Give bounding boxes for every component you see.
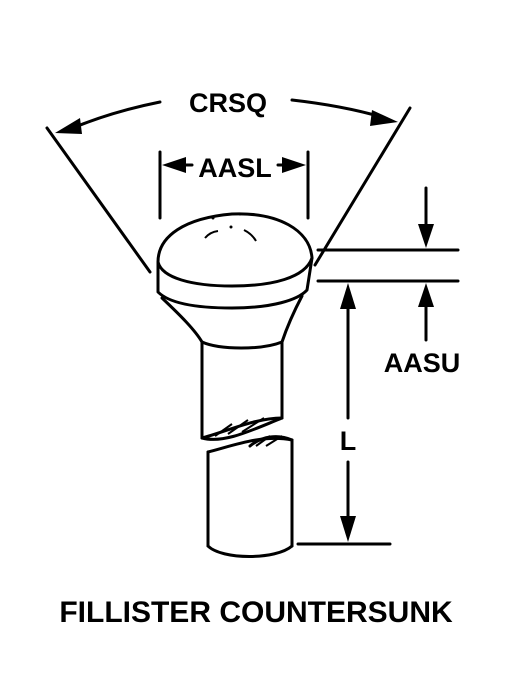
shank-lower [206, 435, 294, 558]
length-label: L [340, 426, 357, 456]
fastener-head [156, 212, 314, 350]
head-neck [200, 340, 284, 350]
shank-end [206, 544, 294, 558]
crsq-right-line [313, 106, 412, 267]
length-top-arrowhead [340, 283, 356, 309]
crsq-left-line [45, 126, 152, 274]
length-dimension: L [296, 283, 392, 546]
diagram-caption: FILLISTER COUNTERSUNK [59, 596, 453, 629]
break-hatch [227, 419, 249, 435]
length-bottom-arrowhead [340, 516, 356, 542]
crsq-right-arc [290, 98, 387, 120]
dome-dot [238, 212, 242, 216]
dome-dot [211, 216, 215, 220]
aasu-label: AASU [384, 348, 461, 378]
crsq-left-arc [66, 100, 162, 132]
aasl-label: AASL [198, 153, 272, 183]
break-hatch [265, 435, 283, 447]
crsq-left-arrowhead [55, 118, 82, 134]
break-hatch [214, 423, 233, 437]
dome-mark [204, 230, 219, 239]
aasl-left-arrowhead [162, 157, 186, 173]
aasu-bottom-arrowhead [418, 283, 434, 307]
head-side [156, 256, 314, 310]
crsq-dimension: CRSQ [45, 88, 412, 274]
break-hatch [255, 435, 271, 447]
head-dome [156, 212, 314, 288]
aasl-right-arrowhead [282, 157, 306, 173]
head-countersink [160, 294, 304, 344]
aasu-dimension: AASU [316, 186, 461, 378]
shank-upper-break-inner [200, 416, 284, 441]
crsq-right-arrowhead [370, 110, 398, 126]
crsq-label: CRSQ [189, 88, 267, 118]
dome-dot [229, 225, 233, 229]
break-hatch [241, 417, 265, 433]
aasu-top-arrowhead [418, 224, 434, 248]
aasl-dimension: AASL [158, 150, 310, 220]
dome-mark [243, 229, 257, 242]
shank-upper [200, 340, 284, 441]
